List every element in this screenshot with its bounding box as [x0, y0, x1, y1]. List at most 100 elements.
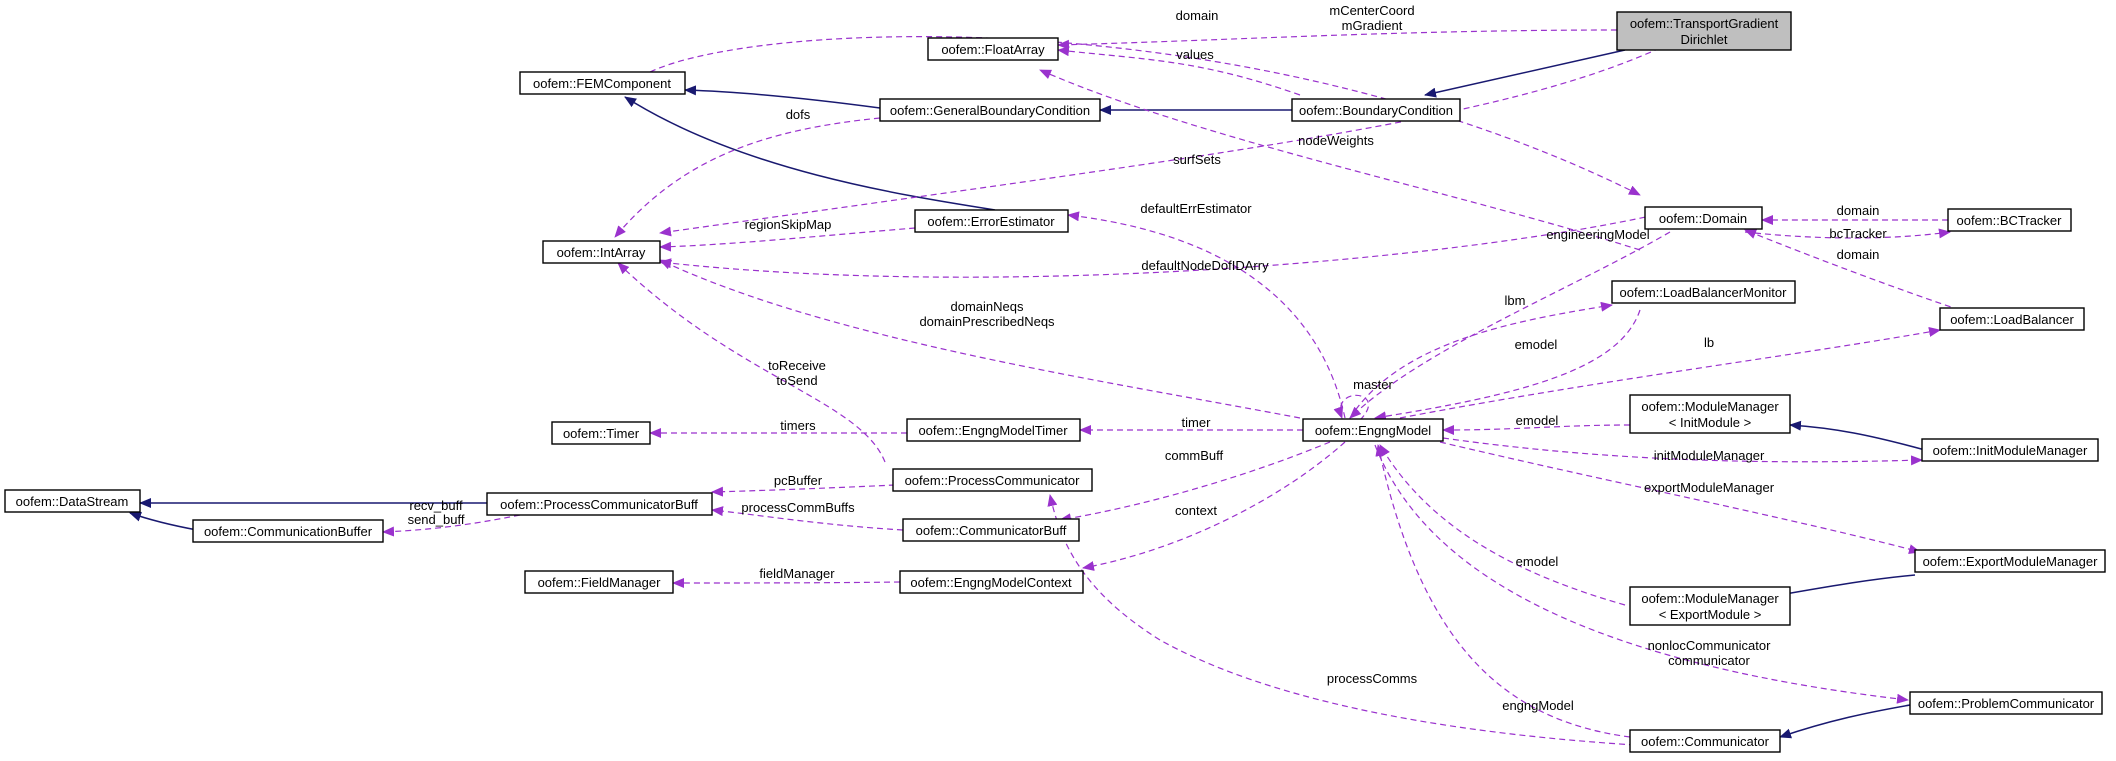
edge-label-emodel-init: emodel — [1516, 413, 1559, 428]
edge-label-lb: lb — [1704, 335, 1714, 350]
node-processcomm[interactable]: oofem::ProcessCommunicator — [892, 468, 1093, 492]
edge-label-initmodulemanager: initModuleManager — [1654, 448, 1765, 463]
edge-label-timers: timers — [780, 418, 816, 433]
edge-label-domain: domain — [1176, 8, 1219, 23]
edge-label-mgradient: mGradient — [1342, 18, 1403, 33]
edge-inherit-problemcomm-communicator — [1779, 704, 1911, 739]
edge-label-toreceive: toReceive — [768, 358, 826, 373]
edge-label-context: context — [1175, 503, 1217, 518]
node-problemcomm[interactable]: oofem::ProblemCommunicator — [1909, 691, 2103, 715]
node-bctracker[interactable]: oofem::BCTracker — [1947, 208, 2072, 232]
node-femcomponent[interactable]: oofem::FEMComponent — [519, 71, 686, 95]
edge-usage-communicator-engngmodel — [1375, 444, 1631, 738]
edge-usage-engngmodel-lbmonitor — [1349, 301, 1613, 419]
node-label: oofem::EngngModelTimer — [918, 423, 1068, 438]
edge-usage-engngmodel-errorestimator — [1067, 211, 1346, 419]
edge-label-domainneqs: domainNeqs — [951, 299, 1024, 314]
edge-usage-loadbalancer-domain — [1744, 229, 1961, 311]
edge-label-master: master — [1353, 377, 1393, 392]
edge-label-surfsets: surfSets — [1173, 152, 1221, 167]
node-domain[interactable]: oofem::Domain — [1644, 206, 1763, 230]
edge-usage-processcomm-pcbuff — [711, 484, 896, 497]
node-engngmodelcontext[interactable]: oofem::EngngModelContext — [899, 570, 1084, 594]
edge-usage-engngmodel-exportmm — [1439, 441, 1921, 554]
node-label: oofem::IntArray — [557, 245, 646, 260]
node-engngmodel[interactable]: oofem::EngngModel — [1302, 418, 1444, 442]
edge-label-processcomms: processComms — [1327, 671, 1418, 686]
node-label: oofem::FEMComponent — [533, 76, 671, 91]
node-label: oofem::DataStream — [16, 494, 129, 509]
node-label: oofem::ExportModuleManager — [1923, 554, 2099, 569]
edge-usage-tgd-floatarray — [1057, 29, 1618, 50]
node-label: oofem::ModuleManager — [1641, 591, 1779, 606]
edge-usage-engngmodel-master — [1333, 394, 1369, 421]
node-fieldmanager[interactable]: oofem::FieldManager — [524, 570, 674, 594]
nodes: oofem::TransportGradient Dirichlet oofem… — [4, 11, 2106, 753]
node-label: oofem::ProcessCommunicatorBuff — [500, 497, 698, 512]
edge-label-regionskipmap: regionSkipMap — [745, 217, 832, 232]
edge-label-domain-loadbalancer: domain — [1837, 247, 1880, 262]
edge-usage-engngmodel-communicatorbuff — [1059, 441, 1331, 524]
node-initmm[interactable]: oofem::InitModuleManager — [1921, 438, 2099, 462]
node-errorestimator[interactable]: oofem::ErrorEstimator — [914, 209, 1069, 233]
node-timer[interactable]: oofem::Timer — [551, 421, 651, 445]
node-label: oofem::FloatArray — [941, 42, 1045, 57]
edge-usage-communicator-processcomm — [1047, 494, 1636, 746]
edge-label-lbm: lbm — [1505, 293, 1526, 308]
node-tgd[interactable]: oofem::TransportGradient Dirichlet — [1616, 11, 1792, 51]
node-label: oofem::LoadBalancer — [1950, 312, 2074, 327]
edge-label-mcentercoord: mCenterCoord — [1329, 3, 1414, 18]
edge-usage-communicatorbuff-pcbuff — [711, 506, 904, 531]
node-communicator[interactable]: oofem::Communicator — [1629, 729, 1781, 753]
edge-label-commbuff: commBuff — [1165, 448, 1224, 463]
node-label: oofem::EngngModel — [1315, 423, 1431, 438]
edge-inherit-initmm-mminit — [1789, 420, 1926, 451]
edge-label-tosend: toSend — [776, 373, 817, 388]
node-mm-export[interactable]: oofem::ModuleManager < ExportModule > — [1629, 586, 1791, 626]
edge-usage-mminit-engngmodel — [1442, 424, 1631, 435]
node-label-line2: < ExportModule > — [1659, 607, 1762, 622]
edge-usage-mmexport-engngmodel — [1379, 444, 1626, 606]
edge-label-dofs: dofs — [786, 107, 811, 122]
node-loadbalancer[interactable]: oofem::LoadBalancer — [1939, 307, 2085, 331]
node-label: oofem::TransportGradient — [1630, 16, 1779, 31]
edge-usage-engngmodel-engngmodelcontext — [1082, 441, 1346, 571]
edge-label-defaultnodedofidarry: defaultNodeDofIDArry — [1141, 258, 1269, 273]
edge-inherit-commbuffer-datastream — [129, 511, 198, 531]
node-engngmodeltimer[interactable]: oofem::EngngModelTimer — [906, 418, 1081, 442]
node-lbmonitor[interactable]: oofem::LoadBalancerMonitor — [1611, 280, 1796, 304]
node-floatarray[interactable]: oofem::FloatArray — [927, 37, 1059, 61]
node-label: oofem::CommunicatorBuff — [916, 523, 1067, 538]
node-label: oofem::ErrorEstimator — [927, 214, 1055, 229]
edge-label-timer: timer — [1182, 415, 1212, 430]
edge-usage-generalbc-intarray — [614, 117, 881, 238]
node-mm-init[interactable]: oofem::ModuleManager < InitModule > — [1629, 394, 1791, 434]
edge-label-defaulterrestimator: defaultErrEstimator — [1140, 201, 1252, 216]
node-label: oofem::Communicator — [1641, 734, 1770, 749]
node-label: oofem::LoadBalancerMonitor — [1620, 285, 1788, 300]
node-generalbc[interactable]: oofem::GeneralBoundaryCondition — [879, 98, 1101, 122]
node-boundarycondition[interactable]: oofem::BoundaryCondition — [1291, 98, 1461, 122]
edge-usage-domain-engngmodel — [1349, 231, 1671, 419]
node-pcbuff[interactable]: oofem::ProcessCommunicatorBuff — [486, 492, 713, 516]
edge-inherit-generalbc-femcomponent — [684, 85, 881, 109]
node-datastream[interactable]: oofem::DataStream — [4, 489, 141, 513]
node-label: oofem::CommunicationBuffer — [204, 524, 373, 539]
node-communicatorbuff[interactable]: oofem::CommunicatorBuff — [902, 518, 1080, 542]
node-exportmm[interactable]: oofem::ExportModuleManager — [1914, 549, 2106, 573]
edge-label-emodel-lbm: emodel — [1515, 337, 1558, 352]
edge-label-emodel-export: emodel — [1516, 554, 1559, 569]
node-commbuffer[interactable]: oofem::CommunicationBuffer — [192, 519, 384, 543]
edge-label-domainprescribedneqs: domainPrescribedNeqs — [919, 314, 1055, 329]
node-label: oofem::GeneralBoundaryCondition — [890, 103, 1090, 118]
node-label: oofem::EngngModelContext — [910, 575, 1072, 590]
edge-label-processcommbuffs: processCommBuffs — [741, 500, 855, 515]
edge-label-bctracker: bcTracker — [1829, 226, 1887, 241]
node-intarray[interactable]: oofem::IntArray — [542, 240, 661, 264]
node-label: oofem::Domain — [1659, 211, 1747, 226]
node-label-line2: Dirichlet — [1681, 32, 1728, 47]
edge-labels: domain mCenterCoord mGradient values dof… — [408, 3, 1888, 713]
edge-usage-errorestimator-intarray — [659, 227, 916, 252]
edge-label-fieldmanager: fieldManager — [759, 566, 835, 581]
